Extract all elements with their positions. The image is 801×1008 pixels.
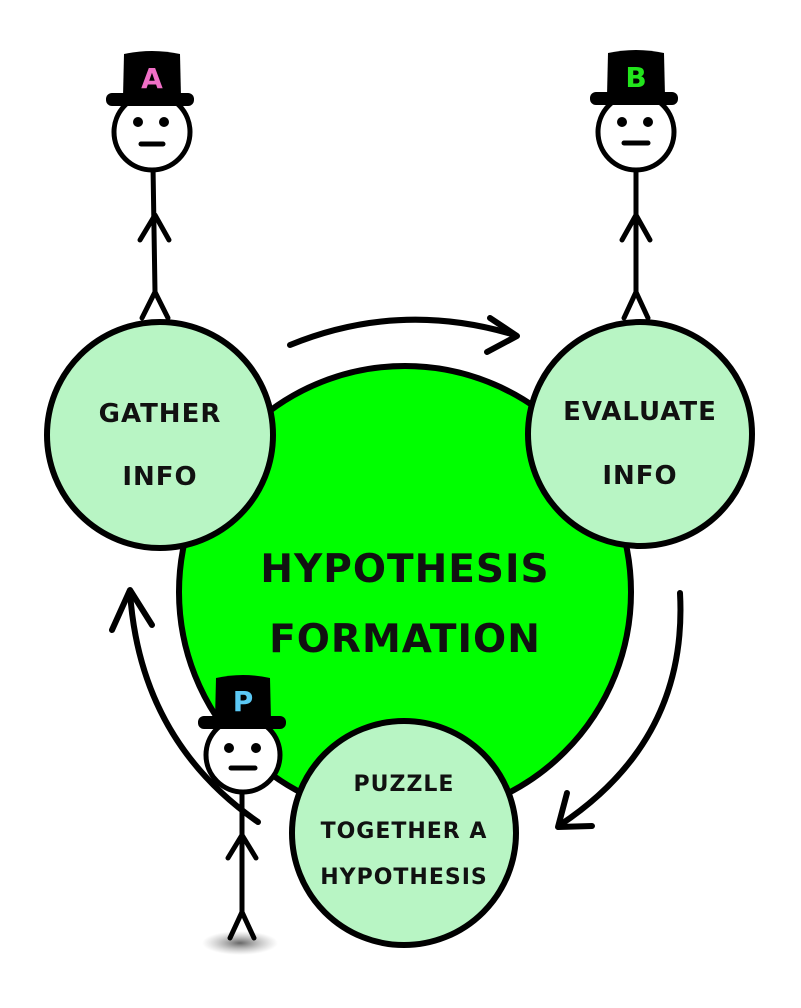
figure-a-hat-letter: A [141,62,163,95]
figure-b-hat [590,50,678,105]
figure-b [590,50,678,321]
node-gather-line-2: INFO [122,462,197,492]
node-puzzle-together: PUZZLE TOGETHER A HYPOTHESIS [289,718,519,948]
figure-p-hat [198,675,286,729]
arrow-gather-to-evaluate [287,315,520,355]
node-puzzle-line-3: HYPOTHESIS [320,865,488,890]
center-label-line-1: HYPOTHESIS [260,547,549,592]
arrow-puzzle-to-gather [109,587,261,825]
figure-a [106,51,194,321]
figure-p-shadow [202,931,278,955]
node-evaluate-line-1: EVALUATE [563,397,717,427]
node-evaluate-line-2: INFO [602,461,677,491]
node-puzzle-line-2: TOGETHER A [321,819,488,844]
node-gather-info: GATHER INFO [44,319,276,551]
figure-b-hat-letter: B [625,61,646,94]
figure-p [198,675,286,941]
figure-p-hat-letter: P [233,685,254,718]
node-evaluate-info: EVALUATE INFO [525,319,755,549]
arrow-evaluate-to-puzzle [555,590,684,830]
figure-a-hat [106,51,194,106]
node-gather-line-1: GATHER [99,399,222,429]
node-puzzle-line-1: PUZZLE [354,772,455,797]
center-label-line-2: FORMATION [269,617,541,662]
